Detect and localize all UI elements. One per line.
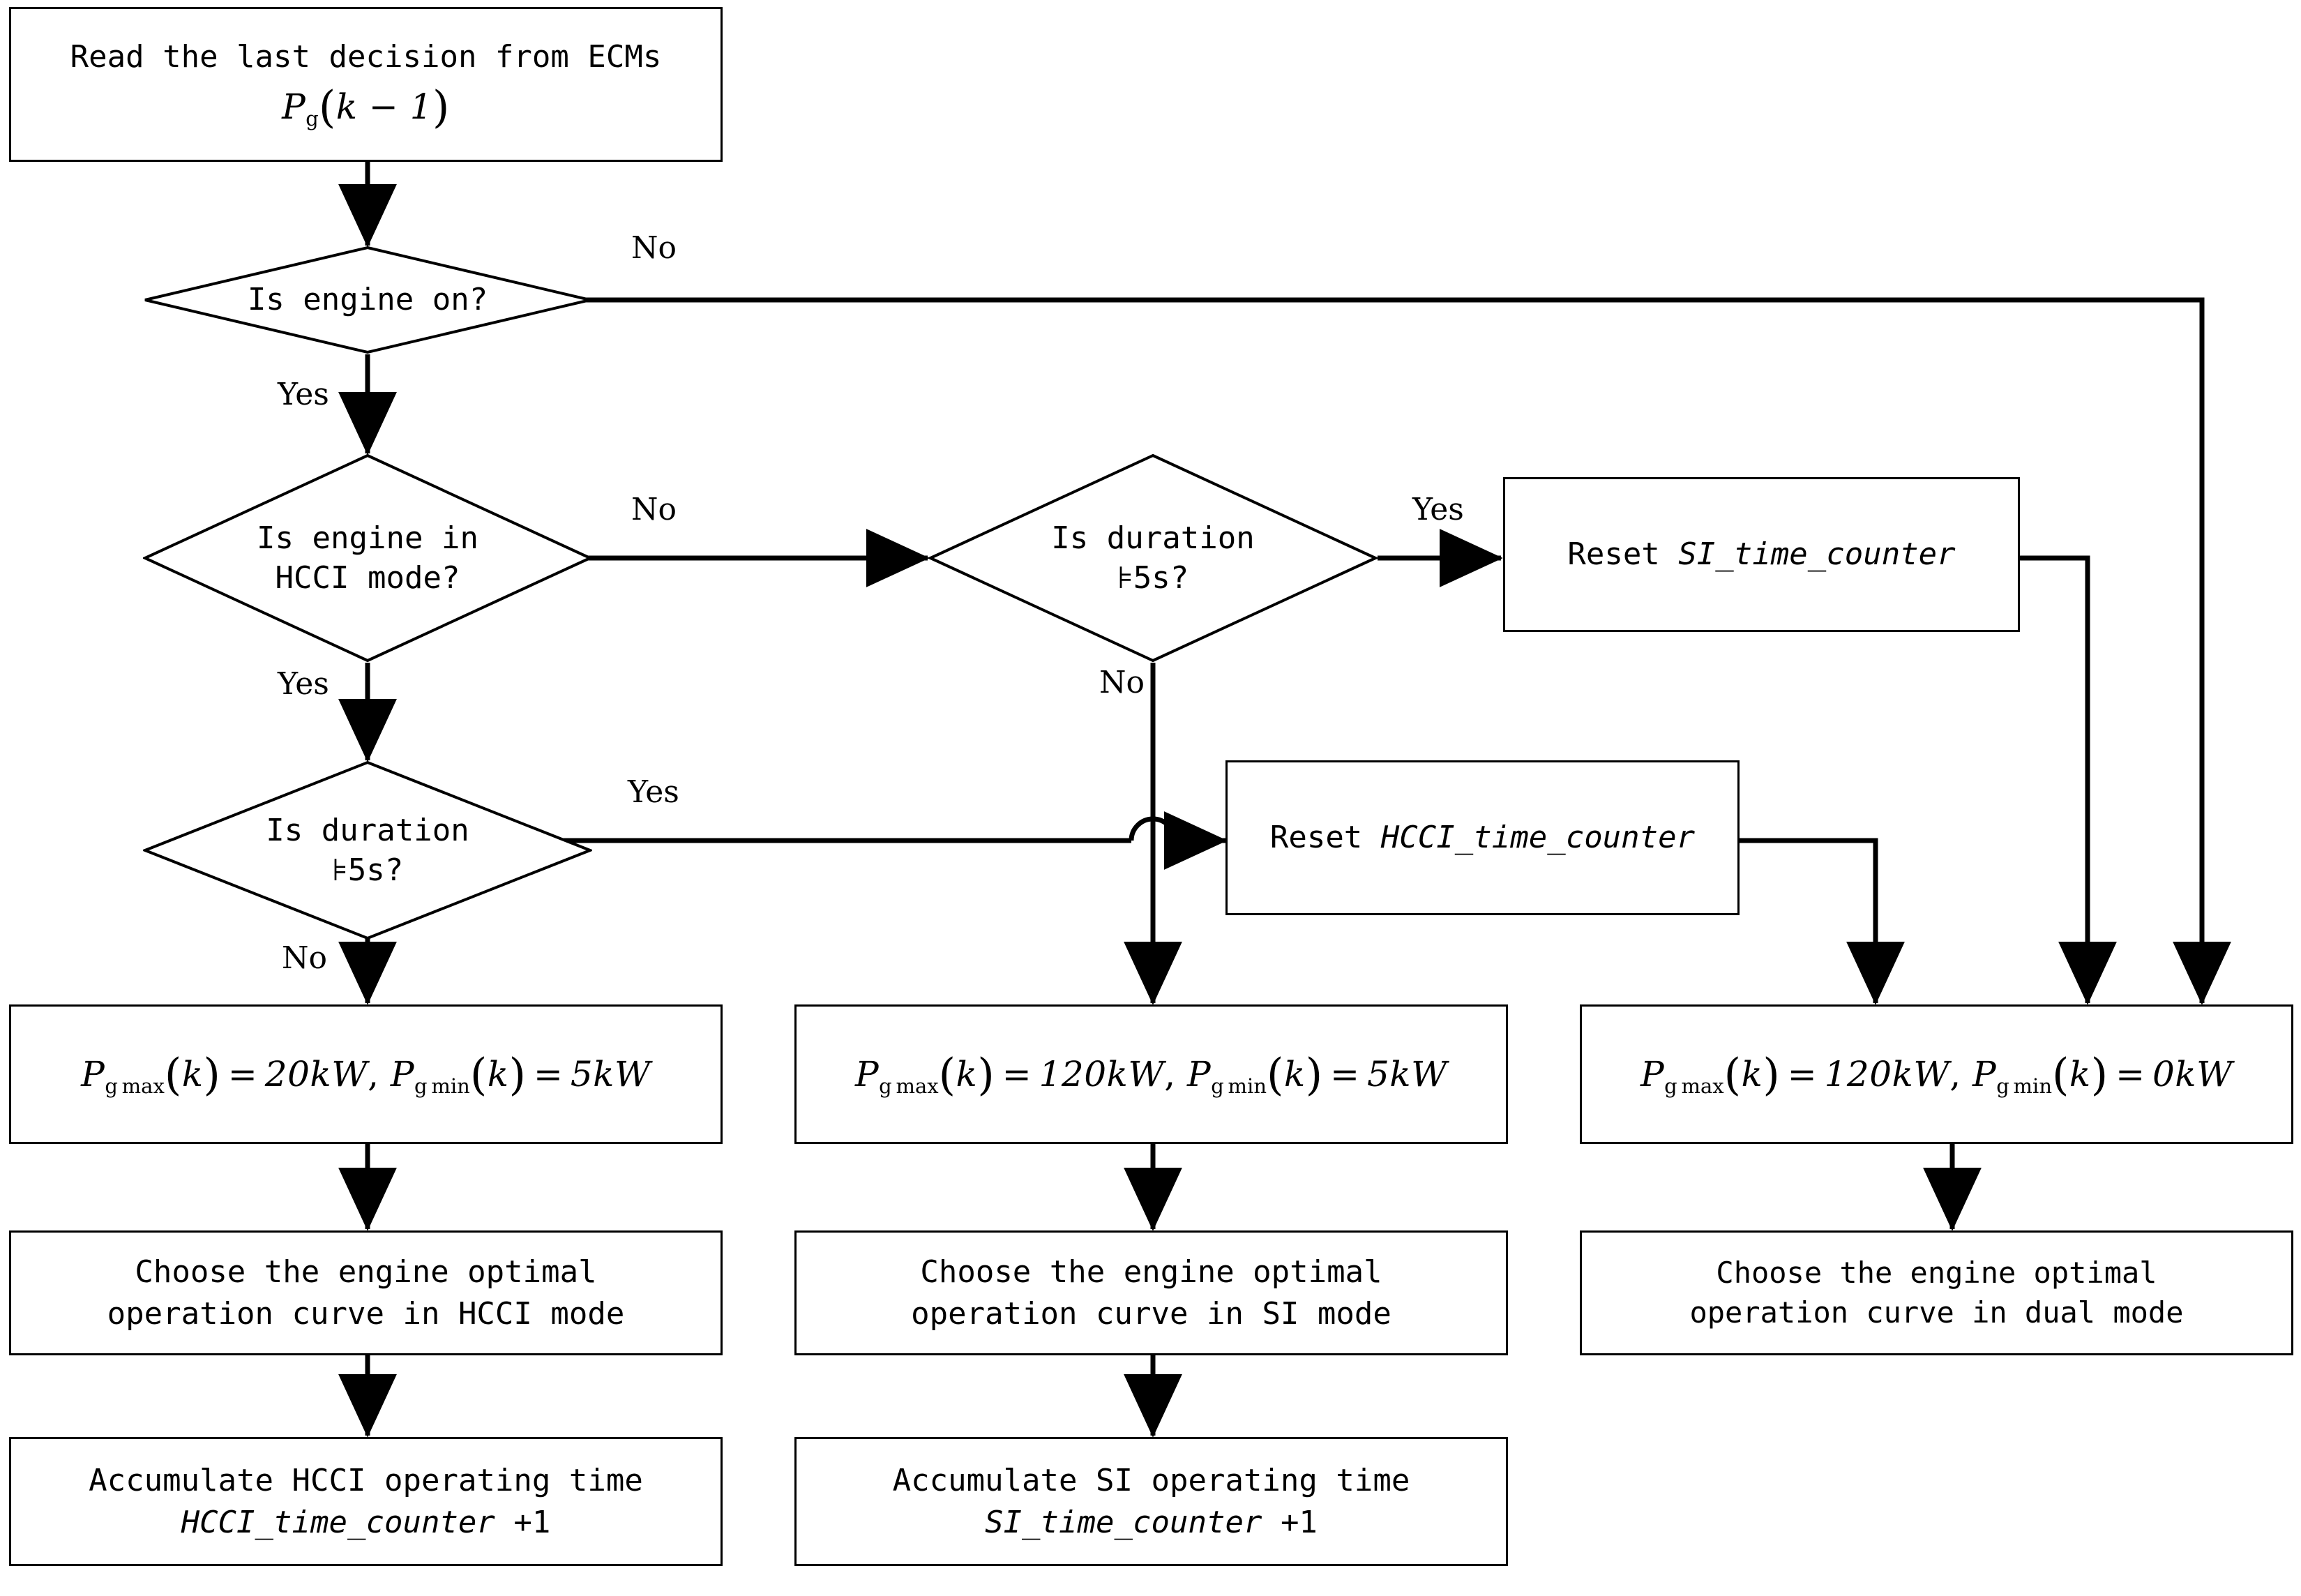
curve-dual-text: Choose the engine optimal operation curv…: [1689, 1255, 2184, 1330]
edge-label-durright-no: No: [1099, 665, 1145, 700]
edge-resetsi-to-dual: [2020, 555, 2117, 1005]
limits-si-max: 120kW: [1039, 1053, 1165, 1094]
limits-hcci-max: 20kW: [264, 1053, 368, 1094]
edge-label-durright-yes: Yes: [1412, 492, 1464, 527]
edge-label-durleft-yes: Yes: [628, 774, 679, 810]
read-decision-formula: Pg(k − 1): [282, 82, 450, 133]
edge-label-hcci-no: No: [631, 492, 677, 527]
limits-dual-formula: Pg max(k) = 120kW, Pg min(k) = 0kW: [1640, 1048, 2233, 1100]
formula-symbol: P: [282, 86, 306, 128]
accum-si-variable: SI_time_counter: [985, 1504, 1262, 1540]
edge-label-engineon-yes: Yes: [278, 377, 329, 412]
curve-hcci-text: Choose the engine optimal operation curv…: [107, 1254, 625, 1332]
is-duration-left-label: Is duration ⊧5s?: [266, 812, 469, 888]
is-duration-right-label: Is duration ⊧5s?: [1051, 520, 1255, 596]
edge-durleft-yes-hop: [1129, 816, 1177, 841]
reset-si-prefix: Reset: [1567, 536, 1679, 573]
node-is-engine-hcci: Is engine in HCCI mode?: [143, 453, 592, 663]
curve-si-text: Choose the engine optimal operation curv…: [911, 1254, 1391, 1332]
limits-si-formula: Pg max(k) = 120kW, Pg min(k) = 5kW: [855, 1048, 1447, 1100]
edge-label-durleft-no: No: [282, 940, 327, 976]
reset-hcci-variable: HCCI_time_counter: [1380, 820, 1696, 856]
formula-subscript: g: [305, 107, 319, 131]
reset-si-text: Reset SI_time_counter: [1555, 534, 1968, 575]
limits-hcci-formula: Pg max(k) = 20kW, Pg min(k) = 5kW: [81, 1048, 651, 1100]
node-reset-hcci-counter: Reset HCCI_time_counter: [1225, 760, 1740, 915]
edge-label-hcci-yes: Yes: [278, 666, 329, 702]
node-limits-dual: Pg max(k) = 120kW, Pg min(k) = 0kW: [1580, 1004, 2293, 1144]
node-accumulate-si: Accumulate SI operating time SI_time_cou…: [794, 1437, 1508, 1566]
accum-si-line1: Accumulate SI operating time: [892, 1463, 1410, 1499]
formula-argument: k − 1: [335, 86, 433, 128]
node-is-duration-left: Is duration ⊧5s?: [143, 760, 592, 940]
accum-hcci-line1: Accumulate HCCI operating time: [89, 1463, 643, 1499]
accum-hcci-increment: +1: [513, 1504, 551, 1540]
reset-hcci-prefix: Reset: [1269, 820, 1381, 856]
node-curve-si: Choose the engine optimal operation curv…: [794, 1230, 1508, 1355]
node-read-last-decision: Read the last decision from ECMs Pg(k − …: [9, 7, 723, 162]
node-curve-hcci: Choose the engine optimal operation curv…: [9, 1230, 723, 1355]
accum-si-line2: SI_time_counter +1: [972, 1502, 1330, 1543]
node-reset-si-counter: Reset SI_time_counter: [1503, 477, 2020, 632]
limits-dual-min: 0kW: [2152, 1053, 2233, 1094]
reset-hcci-text: Reset HCCI_time_counter: [1258, 817, 1707, 858]
reset-si-variable: SI_time_counter: [1678, 536, 1956, 573]
limits-si-min: 5kW: [1366, 1053, 1447, 1094]
node-is-duration-right: Is duration ⊧5s?: [928, 453, 1378, 663]
node-accumulate-hcci: Accumulate HCCI operating time HCCI_time…: [9, 1437, 723, 1566]
accum-hcci-line2: HCCI_time_counter +1: [169, 1502, 564, 1543]
limits-dual-max: 120kW: [1824, 1053, 1950, 1094]
node-is-engine-on: Is engine on?: [143, 246, 592, 354]
is-engine-hcci-label: Is engine in HCCI mode?: [257, 520, 478, 596]
edge-resethcci-to-dual: [1740, 838, 1905, 1005]
read-decision-line1: Read the last decision from ECMs: [70, 38, 662, 75]
is-engine-on-label: Is engine on?: [247, 282, 488, 318]
edge-label-engineon-no: No: [631, 230, 677, 266]
accum-si-increment: +1: [1280, 1504, 1318, 1540]
node-limits-hcci: Pg max(k) = 20kW, Pg min(k) = 5kW: [9, 1004, 723, 1144]
node-curve-dual: Choose the engine optimal operation curv…: [1580, 1230, 2293, 1355]
node-limits-si: Pg max(k) = 120kW, Pg min(k) = 5kW: [794, 1004, 1508, 1144]
limits-hcci-min: 5kW: [570, 1053, 651, 1094]
accum-hcci-variable: HCCI_time_counter: [181, 1504, 495, 1540]
